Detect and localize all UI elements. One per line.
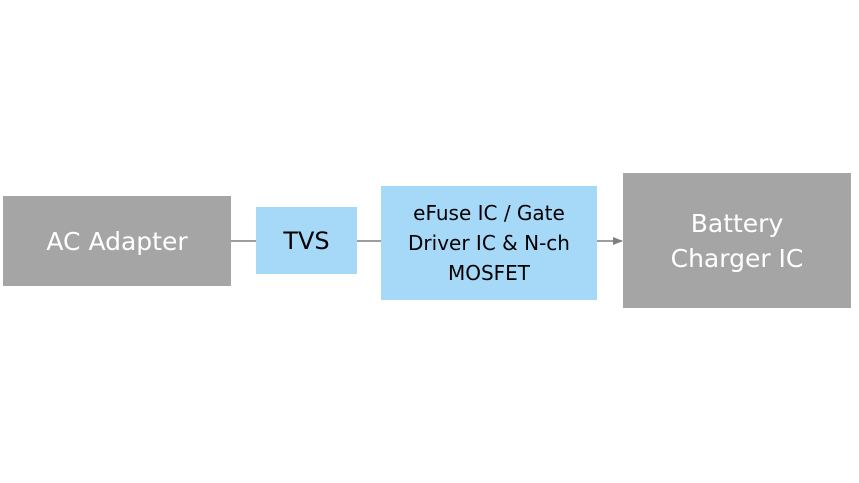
- battery-charger-label: Battery Charger IC: [670, 208, 804, 273]
- tvs-label: TVS: [283, 226, 330, 255]
- ac-adapter-block: AC Adapter: [3, 196, 231, 286]
- battery-charger-block: Battery Charger IC: [623, 173, 851, 308]
- ac-adapter-label: AC Adapter: [46, 226, 188, 256]
- efuse-label: eFuse IC / Gate Driver IC & N-ch MOSFET: [408, 201, 570, 285]
- efuse-block: eFuse IC / Gate Driver IC & N-ch MOSFET: [381, 186, 597, 300]
- tvs-block: TVS: [256, 207, 357, 274]
